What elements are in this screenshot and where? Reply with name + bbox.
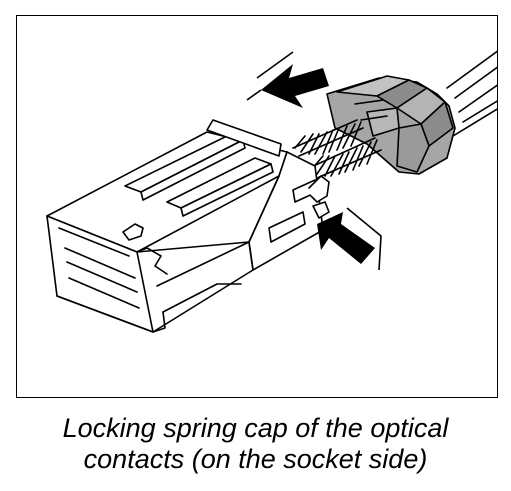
illustration-frame: [16, 15, 498, 398]
connector-housing: [46, 119, 330, 333]
caption-line-2: contacts (on the socket side): [83, 444, 428, 474]
coil-spring-lower: [308, 137, 382, 179]
arrow-left-icon: [246, 51, 329, 108]
figure-caption: Locking spring cap of the optical contac…: [0, 413, 511, 475]
coil-spring-upper: [292, 119, 364, 157]
spring-cap: [326, 75, 456, 175]
connector-illustration: [46, 50, 497, 333]
caption-line-1: Locking spring cap of the optical: [62, 413, 449, 443]
arrow-up-left-icon: [317, 207, 382, 271]
optical-cables: [446, 50, 497, 137]
